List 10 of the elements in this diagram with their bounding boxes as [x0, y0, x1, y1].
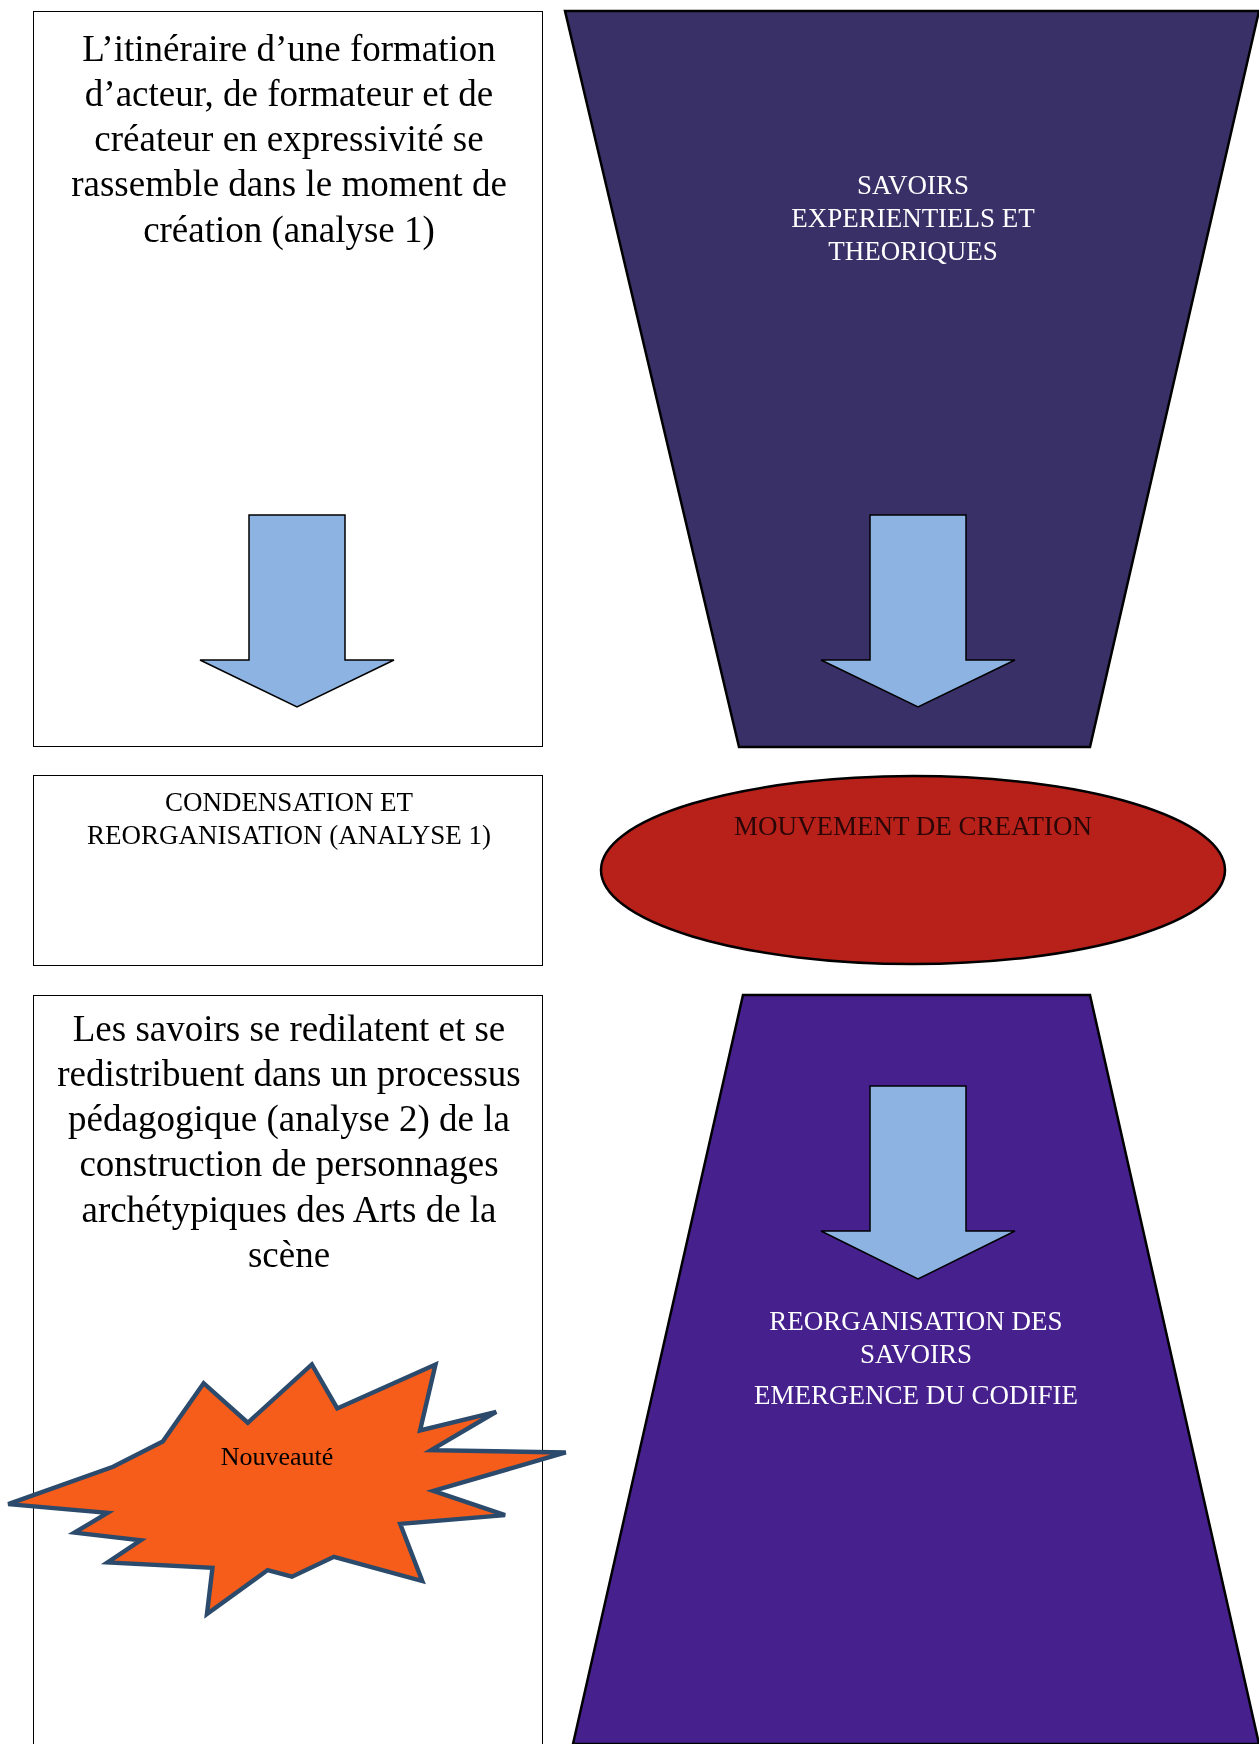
text-box — [33, 11, 543, 747]
box-text: CONDENSATION ET REORGANISATION (ANALYSE 1) — [86, 786, 492, 852]
shape-text: REORGANISATION DES SAVOIRS — [768, 1305, 1064, 1371]
shape-text: MOUVEMENT DE CREATION — [733, 810, 1093, 843]
box-text: L’itinéraire d’une formation d’acteur, de formateur et de créateur en expressivité se rassemble dans le moment de création (analyse 1) — [70, 27, 508, 252]
shape-text: Nouveauté — [219, 1441, 335, 1473]
shape-text: SAVOIRS EXPERIENTIELS ET THEORIQUES — [790, 169, 1036, 268]
text-box — [33, 775, 543, 966]
shape-text: EMERGENCE DU CODIFIE — [753, 1379, 1079, 1412]
box-text: Les savoirs se redilatent et se redistribuent dans un processus pédagogique (analyse 2) de la construction de personnages archétypiques des Arts de la scène — [56, 1007, 522, 1277]
